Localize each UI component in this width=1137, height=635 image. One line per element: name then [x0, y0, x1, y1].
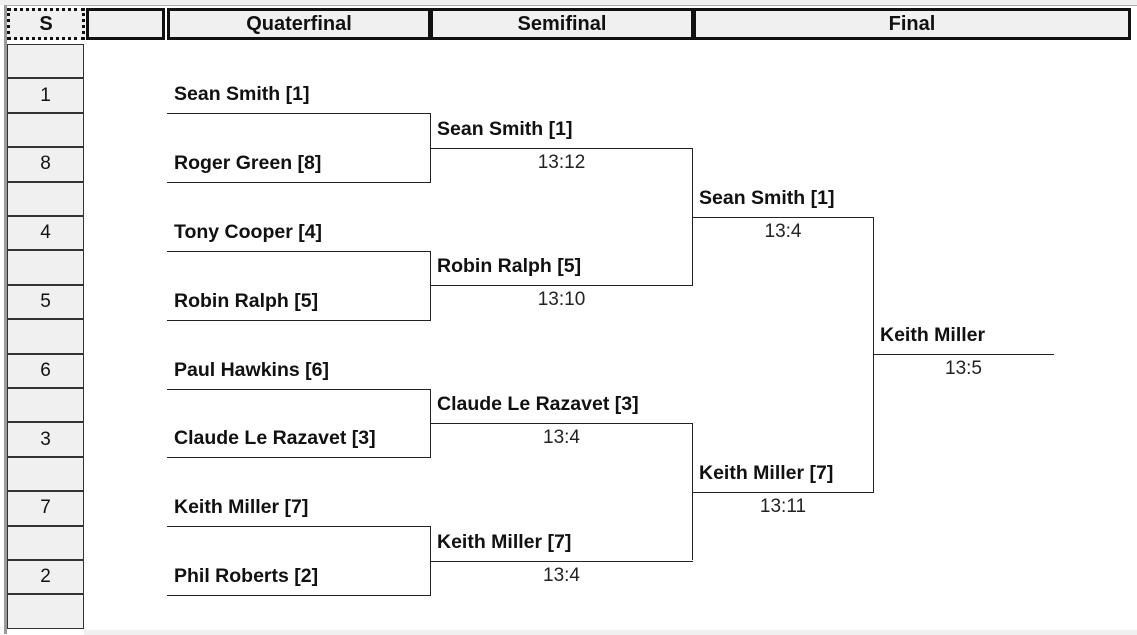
bracket-line: [692, 491, 874, 493]
match-score: 13:4: [543, 426, 580, 448]
bottom-bar: [84, 630, 1137, 635]
bracket-line: [873, 354, 1054, 356]
quarterfinal-player[interactable]: Paul Hawkins [6]: [174, 358, 329, 381]
match-score: 13:4: [543, 564, 580, 586]
bracket-line: [167, 113, 431, 115]
seed-cell[interactable]: 7: [7, 491, 84, 526]
header-quarterfinal[interactable]: Quaterfinal: [167, 8, 431, 40]
final-player[interactable]: Keith Miller [7]: [699, 461, 834, 484]
bracket-line: [430, 422, 693, 424]
bracket-connector: [430, 526, 431, 595]
seed-cell[interactable]: [7, 594, 84, 629]
seed-cell[interactable]: [7, 456, 84, 492]
header-blank[interactable]: [86, 8, 165, 40]
semifinal-player[interactable]: Claude Le Razavet [3]: [437, 392, 639, 415]
bracket-line: [167, 388, 431, 390]
seed-cell[interactable]: 5: [7, 284, 84, 320]
header-semifinal[interactable]: Semifinal: [430, 8, 694, 40]
quarterfinal-player[interactable]: Sean Smith [1]: [174, 83, 310, 106]
seed-cell[interactable]: [7, 181, 84, 216]
bracket-line: [167, 526, 431, 528]
quarterfinal-player[interactable]: Phil Roberts [2]: [174, 564, 319, 587]
quarterfinal-player[interactable]: Keith Miller [7]: [174, 496, 309, 519]
top-bar: [0, 0, 1137, 5]
bracket-line: [430, 560, 693, 562]
quarterfinal-player[interactable]: Robin Ralph [5]: [174, 289, 319, 312]
match-score: 13:4: [764, 220, 802, 242]
bracket-line: [692, 216, 874, 218]
seed-cell[interactable]: [7, 388, 84, 423]
seed-cell[interactable]: 4: [7, 216, 84, 251]
quarterfinal-player[interactable]: Roger Green [8]: [174, 152, 322, 175]
bracket-line: [167, 594, 431, 596]
header-seed[interactable]: S: [7, 8, 85, 40]
seed-cell[interactable]: 1: [7, 78, 84, 113]
final-player[interactable]: Sean Smith [1]: [699, 186, 835, 209]
match-score: 13:11: [759, 495, 807, 517]
header-final[interactable]: Final: [693, 8, 1131, 40]
seed-cell[interactable]: [7, 44, 84, 79]
seed-cell[interactable]: [7, 525, 84, 560]
bracket-connector: [692, 147, 693, 286]
champion-player[interactable]: Keith Miller: [880, 324, 986, 347]
match-score: 13:12: [537, 151, 586, 173]
seed-cell[interactable]: [7, 319, 84, 354]
semifinal-player[interactable]: Sean Smith [1]: [437, 117, 573, 140]
semifinal-player[interactable]: Keith Miller [7]: [437, 530, 572, 553]
quarterfinal-player[interactable]: Claude Le Razavet [3]: [174, 427, 376, 450]
semifinal-player[interactable]: Robin Ralph [5]: [437, 255, 582, 278]
bracket-line: [167, 250, 431, 252]
bracket-line: [167, 182, 431, 184]
match-score: 13:10: [537, 289, 586, 311]
seed-cell[interactable]: [7, 112, 84, 148]
sheet-frame: [4, 5, 1137, 634]
quarterfinal-player[interactable]: Tony Cooper [4]: [174, 220, 323, 243]
bracket-line: [430, 285, 693, 287]
seed-cell[interactable]: [7, 250, 84, 285]
seed-cell[interactable]: 2: [7, 560, 84, 595]
seed-cell[interactable]: 8: [7, 147, 84, 182]
bracket-line: [430, 147, 693, 149]
bracket-connector: [430, 250, 431, 320]
match-score: 13:5: [945, 358, 982, 380]
bracket-line: [167, 319, 431, 321]
bracket-line: [167, 457, 431, 459]
seed-cell[interactable]: 3: [7, 422, 84, 457]
seed-cell[interactable]: 6: [7, 353, 84, 388]
